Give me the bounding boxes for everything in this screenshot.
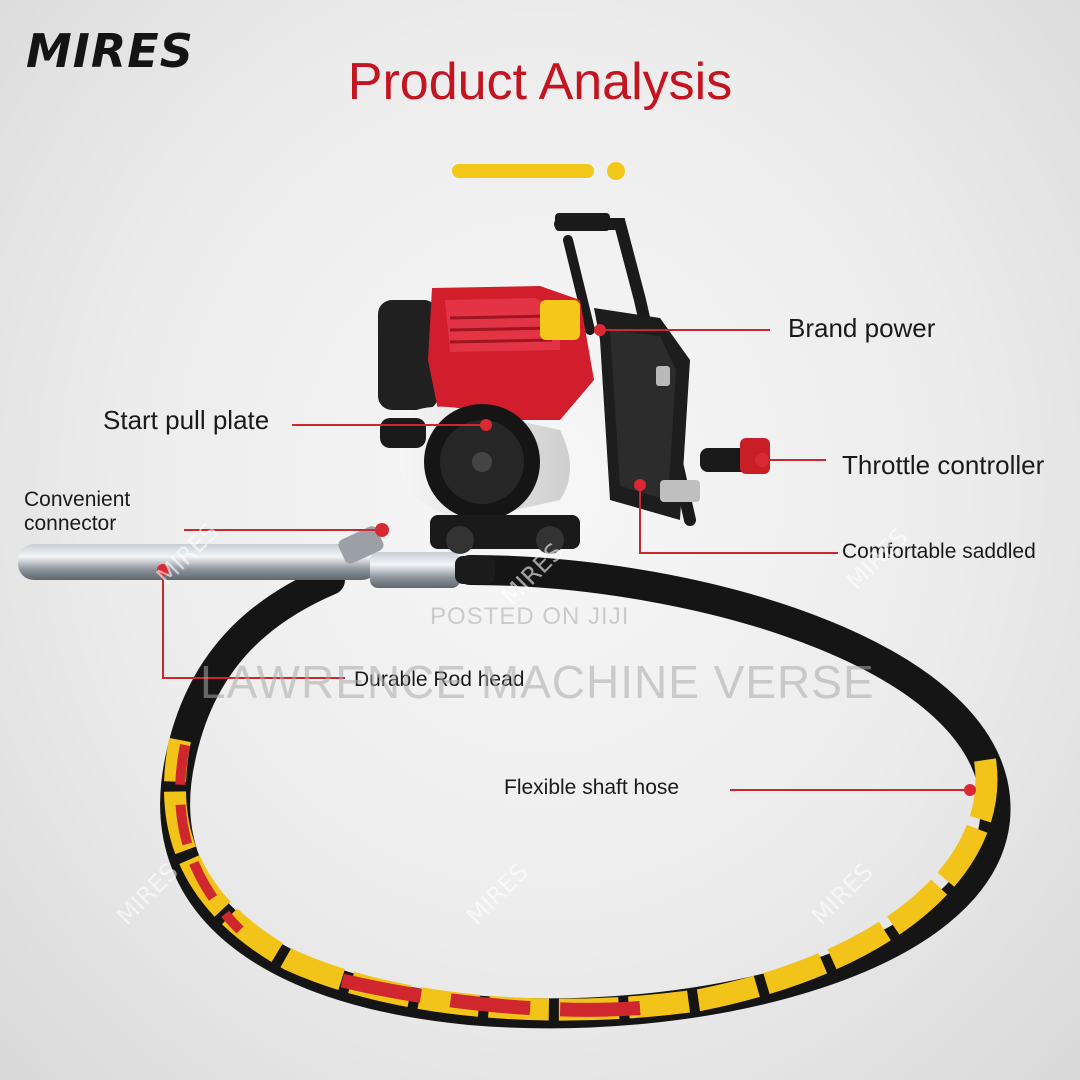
label-durable-rod-head: Durable Rod head — [354, 668, 525, 691]
label-flexible-shaft-hose: Flexible shaft hose — [504, 776, 680, 799]
title-underline-decor — [452, 162, 625, 180]
label-brand-power: Brand power — [788, 313, 936, 343]
leader-comfortable-saddled — [639, 485, 838, 554]
leader-lines — [162, 329, 970, 791]
page-title: Product Analysis — [347, 53, 733, 111]
label-throttle-controller: Throttle controller — [842, 450, 1045, 480]
engine — [378, 286, 594, 554]
backpack-frame — [554, 213, 770, 526]
leader-dots — [157, 324, 976, 796]
label-comfortable-saddled: Comfortable saddled — [842, 540, 1036, 563]
rod-head — [18, 526, 495, 588]
watermark-posted: POSTED ON JIJI — [430, 603, 630, 630]
watermark-seller: LAWRENCE MACHINE VERSE — [200, 656, 875, 708]
leader-durable-rod-head — [162, 570, 345, 679]
flexible-hose — [160, 555, 1011, 1029]
label-start-pull-plate: Start pull plate — [103, 405, 270, 435]
brand-logo: MIRES — [26, 24, 194, 78]
label-convenient-connector: Convenient connector — [24, 488, 131, 535]
